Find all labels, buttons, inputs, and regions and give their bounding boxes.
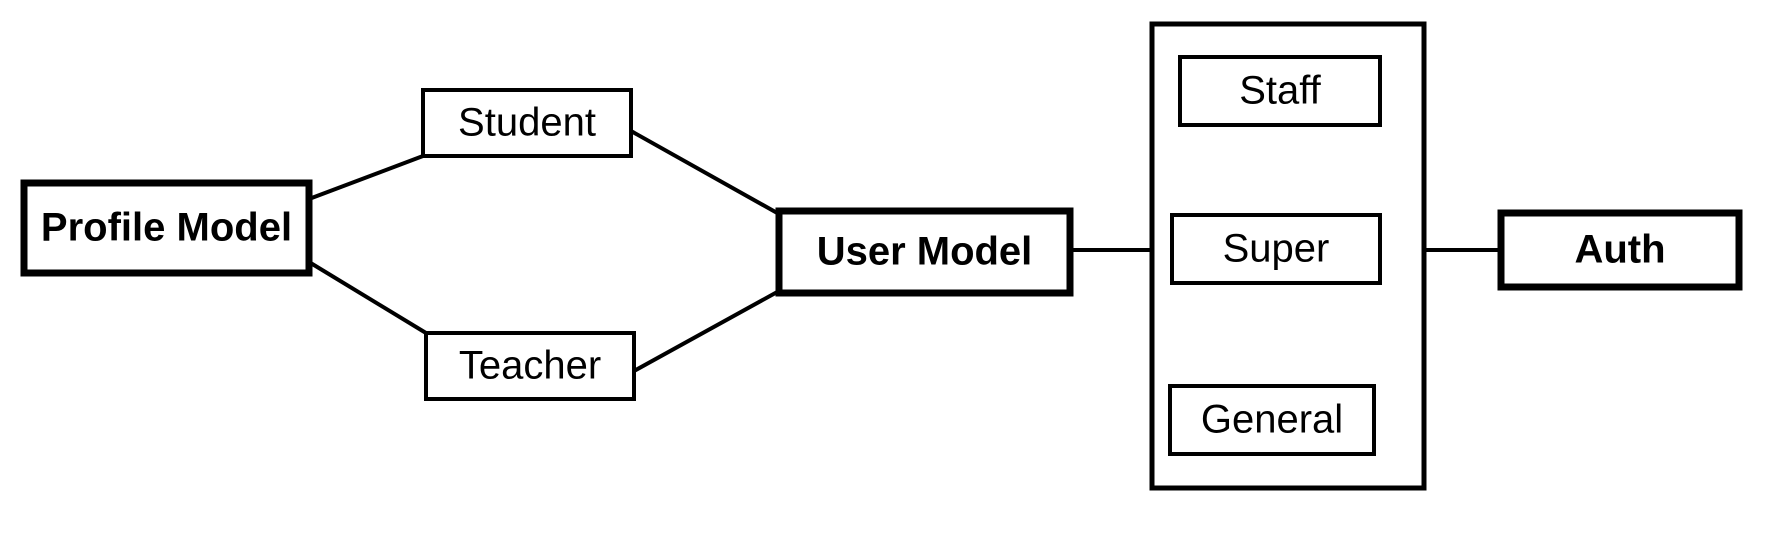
node-super[interactable]: Super [1170, 213, 1382, 285]
node-profile-model[interactable]: Profile Model [20, 179, 313, 277]
student-label: Student [458, 101, 596, 145]
super-label: Super [1223, 227, 1330, 271]
node-auth[interactable]: Auth [1497, 209, 1743, 291]
node-staff[interactable]: Staff [1178, 55, 1382, 127]
auth-box[interactable] [1497, 209, 1743, 291]
edge-student-to-user-model [630, 129, 780, 216]
node-teacher[interactable]: Teacher [424, 331, 636, 401]
student-box[interactable] [421, 88, 633, 158]
general-box[interactable] [1168, 384, 1376, 456]
profile-model-label: Profile Model [41, 206, 292, 250]
general-label: General [1201, 398, 1343, 442]
node-general[interactable]: General [1168, 384, 1376, 456]
edge-profile-to-teacher [307, 260, 428, 335]
user-model-label: User Model [817, 230, 1033, 274]
edge-profile-to-student [308, 154, 424, 201]
teacher-label: Teacher [459, 344, 601, 388]
edges-layer [307, 129, 1501, 373]
edge-teacher-to-user-model [633, 289, 780, 373]
auth-label: Auth [1574, 228, 1665, 272]
user-model-box[interactable] [775, 207, 1074, 297]
user-types-group-box[interactable] [1149, 21, 1427, 491]
super-box[interactable] [1170, 213, 1382, 285]
staff-box[interactable] [1178, 55, 1382, 127]
staff-label: Staff [1239, 69, 1321, 113]
node-user-model[interactable]: User Model [775, 207, 1074, 297]
user-types-group-container[interactable] [1149, 21, 1427, 491]
teacher-box[interactable] [424, 331, 636, 401]
profile-model-box[interactable] [20, 179, 313, 277]
node-student[interactable]: Student [421, 88, 633, 158]
